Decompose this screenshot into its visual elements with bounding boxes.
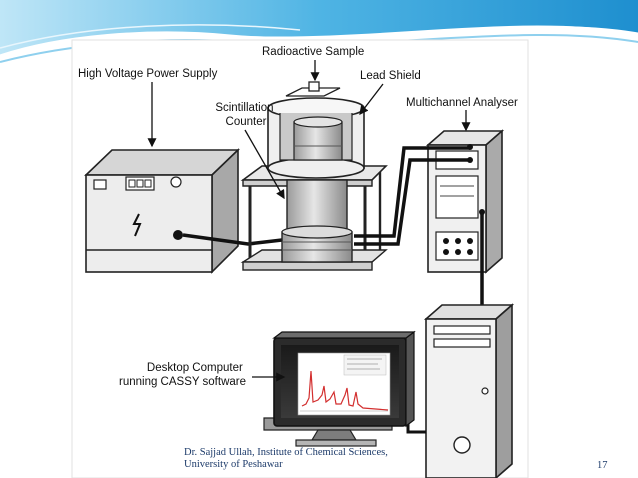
arrow-lead-shield bbox=[359, 83, 384, 116]
label-scintillation-line1: Scintillation bbox=[215, 102, 273, 114]
computer-tower bbox=[423, 303, 515, 478]
lead-shield bbox=[267, 97, 365, 179]
label-desktop-computer: Desktop Computer running CASSY software bbox=[119, 362, 246, 388]
label-scintillation-line2: Counter bbox=[226, 116, 267, 128]
hv-cable bbox=[182, 233, 283, 246]
label-scintillation-counter: Scintillation Counter bbox=[215, 102, 276, 128]
slide-number: 17 bbox=[597, 460, 608, 471]
footer-credit-line2: University of Peshawar bbox=[184, 459, 283, 470]
label-desktop-line1: Desktop Computer bbox=[147, 362, 243, 374]
multichannel-analyser bbox=[425, 129, 505, 274]
label-hv-power-supply: High Voltage Power Supply bbox=[78, 68, 218, 80]
arrow-counter bbox=[244, 129, 285, 200]
computer-monitor bbox=[263, 330, 416, 447]
footer-credit-line1: Dr. Sajjad Ullah, Institute of Chemical … bbox=[184, 447, 388, 458]
label-radioactive-sample: Radioactive Sample bbox=[262, 46, 364, 58]
high-voltage-power-supply bbox=[84, 148, 240, 274]
signal-cables bbox=[354, 146, 484, 306]
scintillation-detector bbox=[281, 179, 353, 263]
label-lead-shield: Lead Shield bbox=[360, 70, 421, 82]
footer-credit: Dr. Sajjad Ullah, Institute of Chemical … bbox=[184, 447, 424, 471]
label-desktop-line2: running CASSY software bbox=[119, 376, 246, 388]
label-multichannel-analyser: Multichannel Analyser bbox=[406, 97, 518, 109]
radioactive-sample bbox=[285, 81, 341, 97]
label-arrows bbox=[147, 60, 471, 382]
